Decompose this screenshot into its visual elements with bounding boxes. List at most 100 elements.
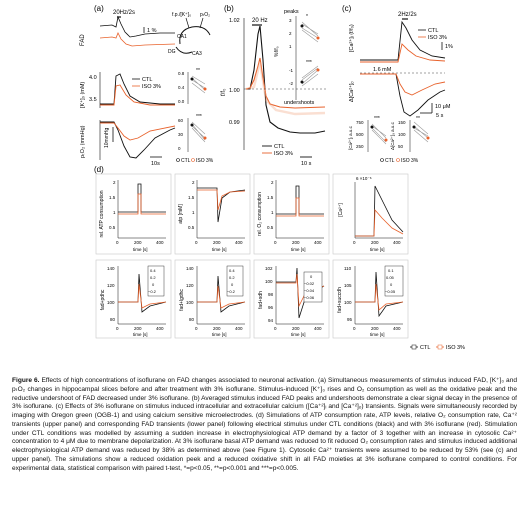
panel-d-bottom-4: fad+succdh 110 105 100 95 0.1 0.05 0 −0.… bbox=[332, 259, 409, 339]
panel-d-top-1: rel. ATP consumption 2 1.5 1 0.5 0 200 4… bbox=[95, 173, 172, 255]
panel-a-k-tick-2: 3.5 bbox=[89, 97, 97, 103]
d8-ytick-3: 100 bbox=[344, 300, 352, 305]
panel-d: (d) rel. ATP consumption 2 1.5 1 0.5 0 2… bbox=[94, 165, 465, 351]
d8-inset-1: 0.1 bbox=[388, 268, 394, 273]
inset-k-tick-2: 0.4 bbox=[178, 85, 185, 90]
c-inset-x-iso: ISO 3% bbox=[401, 158, 419, 164]
c-right-sig: ** bbox=[416, 116, 420, 122]
panel-b-inset-ylabel: %f/f₀ bbox=[274, 46, 280, 57]
panel-b-undershoots-label: undershoots bbox=[284, 100, 315, 106]
panel-b-ytick-1: 1.02 bbox=[229, 18, 240, 24]
d6-ytick-1: 140 bbox=[186, 266, 194, 271]
d5-ytick-3: 100 bbox=[107, 300, 115, 305]
panel-a-time-scale: 10s bbox=[151, 161, 160, 167]
panel-a-fad-label: FAD bbox=[80, 34, 86, 46]
schematic-label-top: f.p./[K⁺]₀ bbox=[172, 12, 191, 18]
panel-b-inset: peaks %f/f₀ 3 2 1 * -1 -2 *** undershoot… bbox=[274, 9, 320, 106]
inset-k-tick-1: 0.8 bbox=[178, 71, 185, 76]
panel-a-po2-iso-trace bbox=[100, 122, 176, 141]
d8-xtick-1: 0 bbox=[353, 326, 356, 331]
d6-ytick-2: 120 bbox=[186, 283, 194, 288]
c-left-tick-1: 750 bbox=[356, 120, 364, 125]
d3-ytick-1: 2 bbox=[271, 180, 274, 185]
panel-a-k-label: [K⁺]₀ (mM) bbox=[79, 82, 86, 108]
d3-ytick-3: 1 bbox=[271, 210, 274, 215]
d3-ytick-2: 1.5 bbox=[267, 195, 274, 200]
d6-ytick-3: 100 bbox=[186, 300, 194, 305]
d2-ytick-2: 1.5 bbox=[188, 195, 195, 200]
d1-xtick-2: 200 bbox=[134, 240, 142, 245]
inset-b-tick-1: 3 bbox=[289, 18, 292, 23]
d8-inset-2: 0.05 bbox=[386, 275, 395, 280]
panel-b-sig-peaks: * bbox=[306, 14, 308, 20]
panel-a-k-iso-trace bbox=[100, 84, 175, 106]
d3-ylabel: rel. O₂ consumption bbox=[257, 192, 263, 236]
panel-c-baseline-label: 1.6 mM bbox=[373, 67, 392, 73]
panel-c-bottom-iso-trace bbox=[360, 73, 446, 96]
panel-c-legend-ctl: CTL bbox=[428, 28, 438, 34]
d7-xlabel: time [s] bbox=[291, 332, 306, 337]
caption-text: Effects of high concentrations of isoflu… bbox=[12, 377, 517, 472]
panel-c-bottom-ctl-trace bbox=[360, 73, 446, 117]
d7-inset-1: 0 bbox=[310, 274, 313, 279]
figure-caption: Figure 6. Effects of high concentrations… bbox=[12, 377, 517, 473]
d6-inset-3: 0 bbox=[231, 282, 234, 287]
d5-xtick-1: 0 bbox=[116, 326, 119, 331]
d6-inset-1: 0.4 bbox=[229, 268, 235, 273]
panel-a: (a) 20Hz/2s FAD 1 % f.p./[K⁺]₀ pₜO₂ CA1 … bbox=[79, 4, 214, 167]
panel-d-letter: (d) bbox=[94, 165, 104, 174]
caption-label: Figure 6. bbox=[12, 377, 40, 384]
d4-xtick-3: 400 bbox=[393, 240, 401, 245]
d4-xlabel: time [s] bbox=[370, 247, 385, 252]
inset-x-ctl: CTL bbox=[181, 158, 191, 164]
panel-a-fad-scale: 1 % bbox=[147, 28, 157, 34]
d2-xlabel: time [s] bbox=[212, 247, 227, 252]
panel-b-sig-under: *** bbox=[306, 60, 312, 66]
panel-d-top-2: atp [mM] 2 1.5 1 0.5 0 200 400 time [s] bbox=[174, 173, 251, 255]
d1-xtick-3: 400 bbox=[156, 240, 164, 245]
d7-ytick-3: 98 bbox=[268, 292, 274, 297]
panel-a-legend-ctl: CTL bbox=[142, 77, 152, 83]
panel-c-inset-left-ylabel: [Ca²⁺]ᵢ a.u.c bbox=[348, 125, 353, 150]
panel-a-k-ctl-trace bbox=[100, 73, 175, 105]
panel-d-legend: CTL ISO 3% bbox=[410, 344, 465, 351]
panel-d-bottom-1: fad+pdhc 140 120 100 80 0.4 0.2 0 −0.2 0… bbox=[95, 259, 172, 339]
panel-d-top-4: [Ca²⁺] 6 ×10⁻⁶ 0 200 400 time [s] bbox=[332, 173, 409, 255]
hippocampus-schematic: f.p./[K⁺]₀ pₜO₂ CA1 CA3 DG bbox=[168, 12, 211, 57]
panel-a-letter: (a) bbox=[94, 4, 104, 13]
schematic-ca1: CA1 bbox=[177, 34, 187, 40]
panel-c-top-ctl-trace bbox=[360, 20, 446, 61]
d5-ytick-1: 140 bbox=[107, 266, 115, 271]
panel-a-po2-inset: 60 30 0 *** CTL ISO 3% bbox=[176, 114, 214, 164]
d5-inset-2: 0.2 bbox=[150, 275, 156, 280]
d8-inset-3: 0 bbox=[390, 282, 393, 287]
d8-ytick-1: 110 bbox=[344, 266, 352, 271]
d5-xtick-2: 200 bbox=[134, 326, 142, 331]
inset-b-tick-5: -2 bbox=[289, 81, 293, 86]
d7-ytick-4: 96 bbox=[268, 305, 274, 310]
d3-xtick-3: 400 bbox=[314, 240, 322, 245]
d3-xtick-1: 0 bbox=[274, 240, 277, 245]
panel-c-top-scale: 1% bbox=[445, 44, 453, 50]
d2-ytick-4: 0.5 bbox=[188, 225, 195, 230]
inset-po2-tick-2: 30 bbox=[178, 132, 184, 137]
panel-d-legend-ctl: CTL bbox=[420, 345, 430, 351]
panel-a-k-tick-1: 4.0 bbox=[89, 75, 97, 81]
c-right-tick-3: 50 bbox=[398, 144, 404, 149]
d5-xtick-3: 400 bbox=[156, 326, 164, 331]
d6-xlabel: time [s] bbox=[212, 332, 227, 337]
d6-xtick-1: 0 bbox=[195, 326, 198, 331]
panel-a-po2-scale: 10mmHg bbox=[104, 127, 110, 148]
d8-xlabel: time [s] bbox=[370, 332, 385, 337]
panel-b-iso-trace bbox=[245, 57, 326, 109]
d6-inset-2: 0.2 bbox=[229, 275, 235, 280]
d6-ytick-4: 80 bbox=[189, 317, 195, 322]
d4-exp: 6 ×10⁻⁶ bbox=[356, 176, 372, 181]
inset-b-tick-3: 1 bbox=[289, 44, 292, 49]
d7-xtick-3: 400 bbox=[314, 326, 322, 331]
panel-c-stim-label: 2Hz/2s bbox=[398, 12, 417, 18]
d8-inset-4: −0.05 bbox=[385, 289, 396, 294]
panel-a-fad-iso-trace bbox=[99, 32, 176, 47]
d8-ylabel: fad+succdh bbox=[337, 287, 343, 313]
panel-b-ytick-3: 0.99 bbox=[229, 120, 240, 126]
